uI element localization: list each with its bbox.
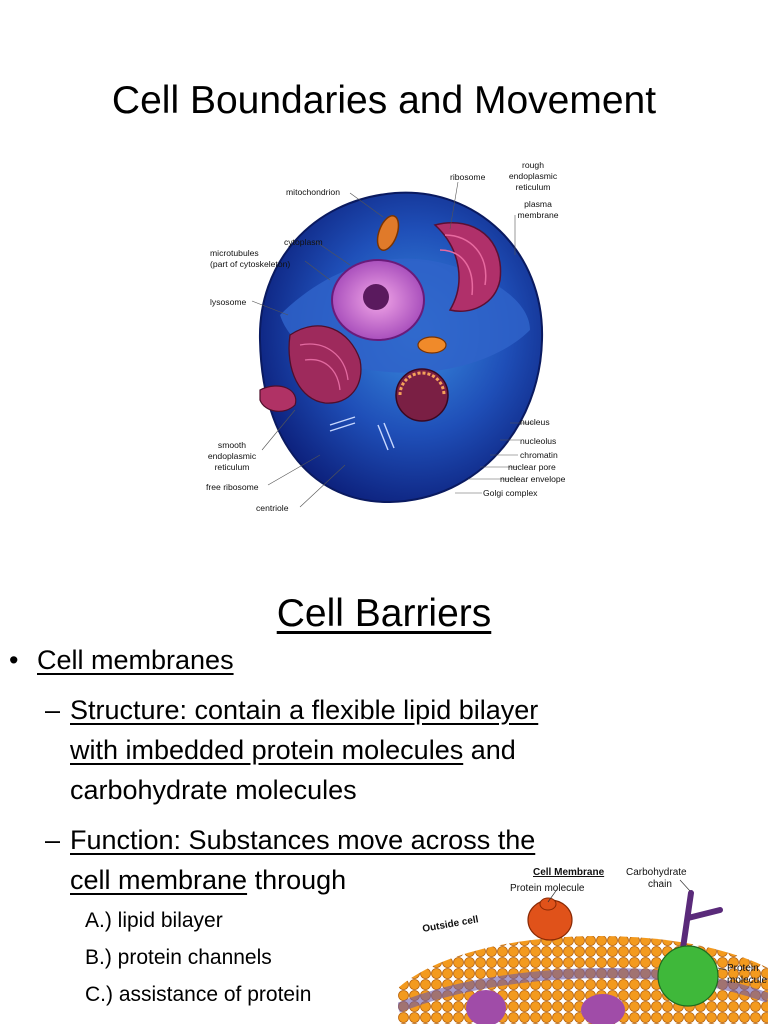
- slide-title: Cell Boundaries and Movement: [111, 79, 657, 122]
- label-smooth-er-2: endoplasmic: [208, 451, 257, 461]
- label-centriole: centriole: [256, 503, 289, 513]
- membrane-protein-right: Protein: [727, 963, 759, 974]
- membrane-carbohydrate-2: chain: [648, 879, 672, 890]
- label-microtubules: microtubules: [210, 248, 259, 258]
- label-rough-er-2: endoplasmic: [509, 171, 558, 181]
- golgi-round: [395, 368, 449, 422]
- membrane-title: Cell Membrane: [533, 867, 605, 878]
- bullet-dot: •: [9, 645, 19, 675]
- label-free-ribosome: free ribosome: [206, 482, 259, 492]
- label-plasma-membrane-2: membrane: [517, 210, 558, 220]
- structure-line-3-row: carbohydrate molecules: [70, 770, 357, 810]
- membrane-protein-top: Protein molecule: [510, 883, 585, 894]
- label-nucleolus: nucleolus: [520, 436, 556, 446]
- microtubules: [329, 416, 395, 451]
- label-nuclear-envelope: nuclear envelope: [500, 474, 566, 484]
- membrane-outside-cell: Outside cell: [422, 914, 480, 935]
- item-a: A.) lipid bilayer: [85, 909, 223, 932]
- structure-line-3: carbohydrate molecules: [70, 775, 357, 805]
- label-smooth-er: smooth: [218, 440, 246, 450]
- section-title: Cell Barriers: [276, 592, 492, 635]
- dash: –: [45, 695, 61, 725]
- carbohydrate-chain: [680, 890, 723, 951]
- animal-cell-diagram: ribosome rough endoplasmic reticulum mit…: [206, 160, 566, 513]
- rough-er: [433, 222, 502, 312]
- cell-membrane-diagram: Cell Membrane Protein molecule Carbohydr…: [398, 867, 768, 1024]
- label-smooth-er-3: reticulum: [215, 462, 250, 472]
- mitochondrion-small: [417, 336, 447, 354]
- label-rough-er-3: reticulum: [516, 182, 551, 192]
- structure-line-2-tail: and: [463, 735, 516, 765]
- function-line-2-row: cell membrane through: [70, 860, 346, 900]
- function-line-2: cell membrane: [70, 865, 248, 895]
- label-rough-er: rough: [522, 160, 544, 170]
- label-golgi-complex: Golgi complex: [483, 488, 538, 498]
- label-chromatin: chromatin: [520, 450, 558, 460]
- structure-line-1: Structure: contain a flexible lipid bila…: [70, 695, 539, 725]
- label-nucleus: nucleus: [520, 417, 550, 427]
- label-mitochondrion: mitochondrion: [286, 187, 340, 197]
- item-b: B.) protein channels: [85, 946, 272, 969]
- mitochondrion: [376, 215, 400, 251]
- membrane-carbohydrate: Carbohydrate: [626, 867, 687, 878]
- label-microtubules-2: (part of cytoskeleton): [210, 259, 290, 269]
- structure-line-2: with imbedded protein molecules: [70, 735, 464, 765]
- smooth-er: [259, 385, 297, 412]
- protein-right: [657, 945, 719, 1007]
- membrane-protein-right-2: molecule: [727, 975, 767, 986]
- structure-line-2-row: with imbedded protein molecules and: [70, 730, 516, 770]
- label-cytoplasm: cytoplasm: [284, 237, 323, 247]
- nucleolus: [363, 284, 389, 310]
- label-plasma-membrane: plasma: [524, 199, 552, 209]
- dash: –: [45, 825, 61, 855]
- label-nuclear-pore: nuclear pore: [508, 462, 556, 472]
- label-lysosome: lysosome: [210, 297, 247, 307]
- golgi-complex: [288, 325, 362, 404]
- item-c: C.) assistance of protein: [85, 983, 312, 1006]
- label-ribosome: ribosome: [450, 172, 486, 182]
- bullet-text: Cell membranes: [37, 645, 234, 675]
- function-line-2-tail: through: [247, 865, 347, 895]
- function-line-1: Function: Substances move across the: [70, 825, 536, 855]
